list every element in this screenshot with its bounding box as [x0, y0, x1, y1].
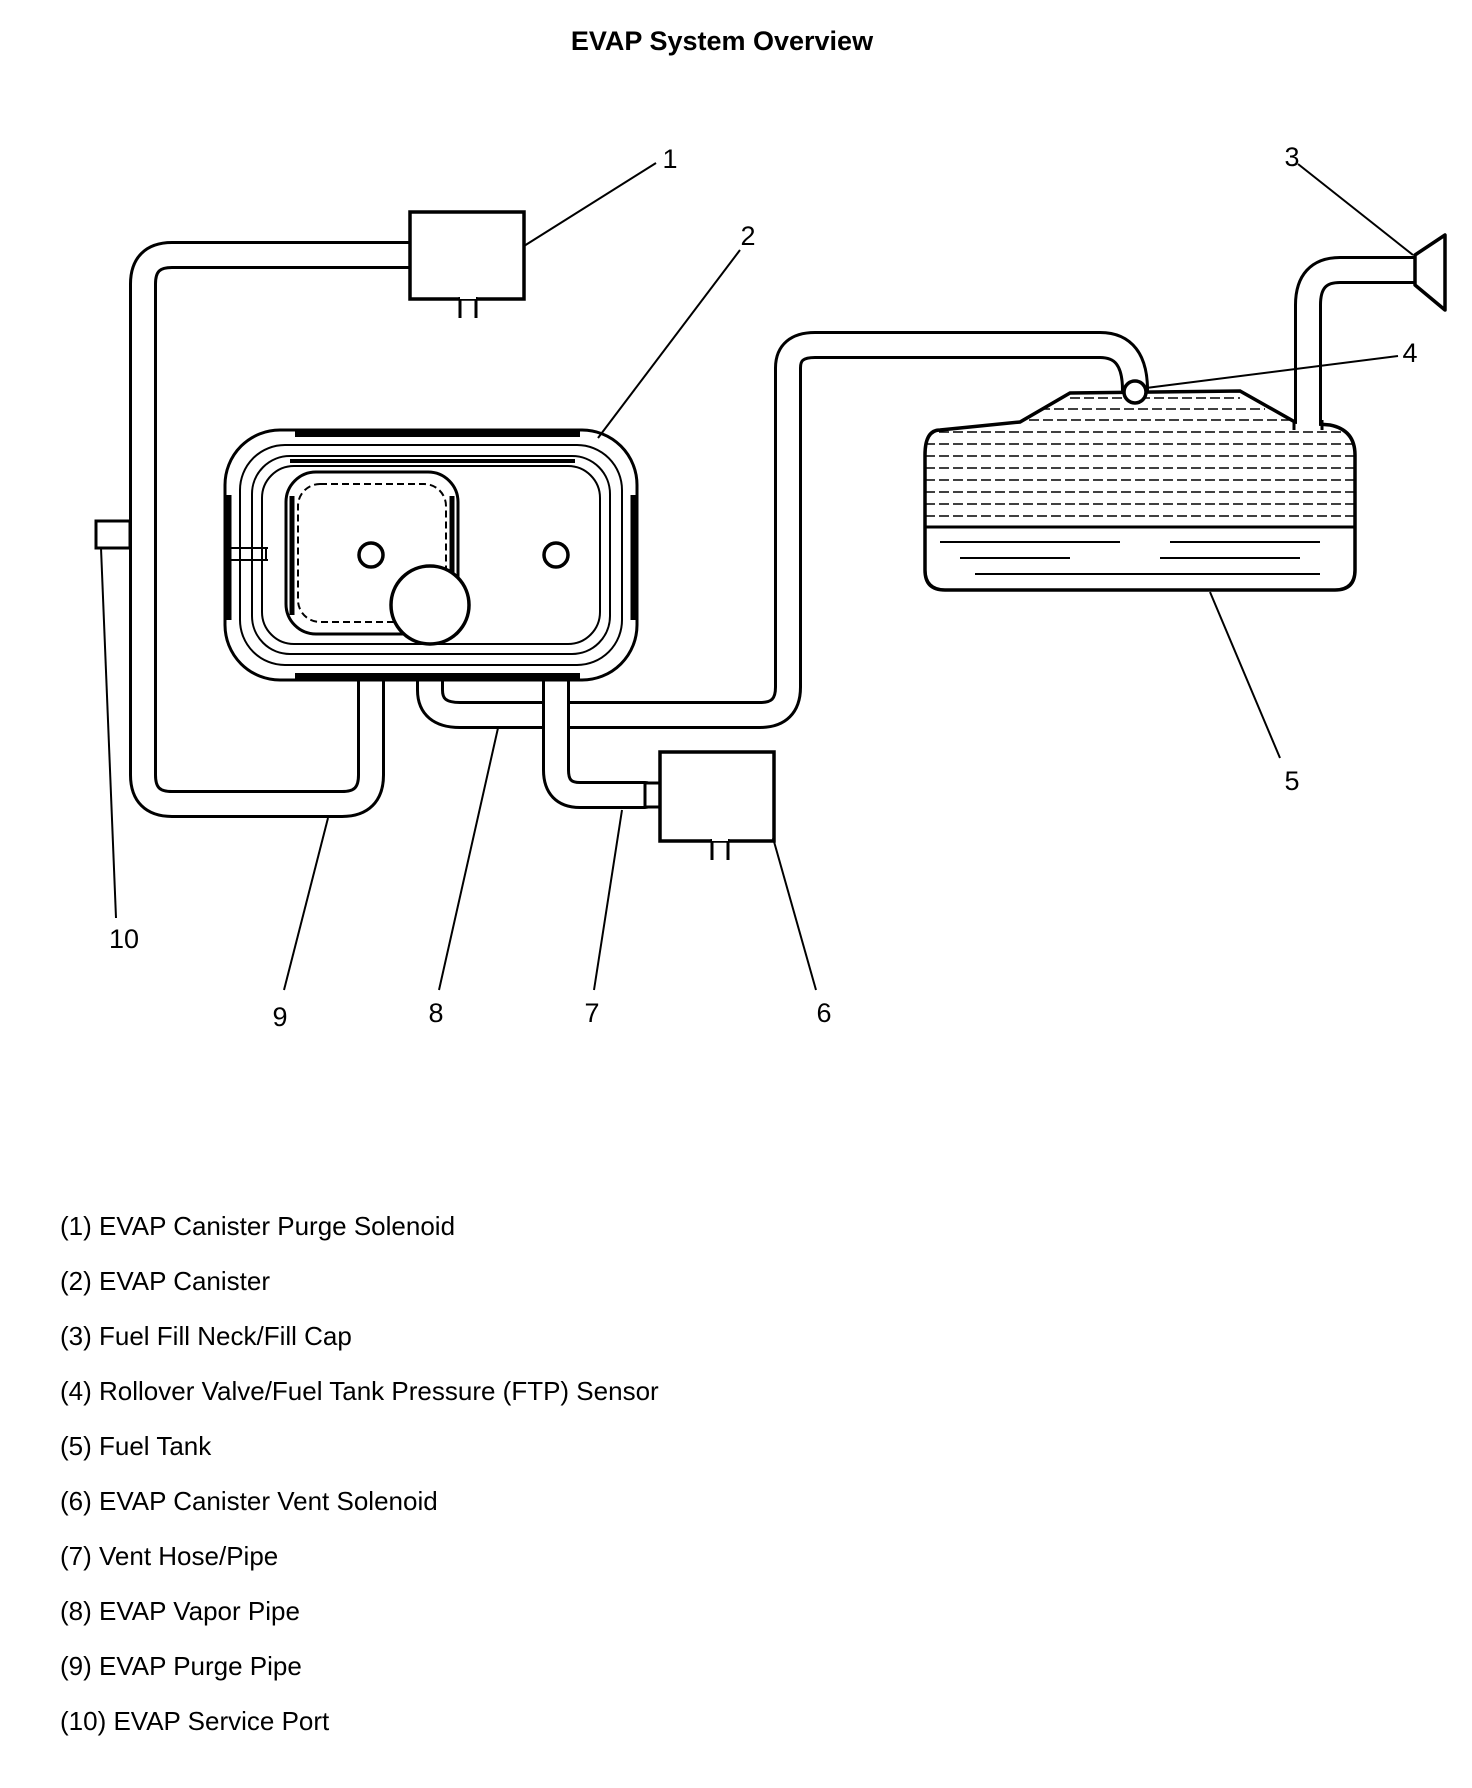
callout-1: 1: [662, 144, 677, 174]
evap-purge-pipe: [129, 241, 424, 818]
legend-item: (1) EVAP Canister Purge Solenoid: [60, 1211, 456, 1241]
evap-diagram: EVAP System Overview: [94, 26, 1447, 1032]
fuel-tank: [923, 389, 1357, 592]
legend-item: (10) EVAP Service Port: [60, 1706, 330, 1736]
vent-solenoid: [643, 750, 776, 860]
callout-5: 5: [1284, 766, 1299, 796]
purge-solenoid: [408, 210, 526, 318]
callout-8: 8: [428, 998, 443, 1028]
callout-10: 10: [109, 924, 139, 954]
legend-item: (3) Fuel Fill Neck/Fill Cap: [60, 1321, 352, 1351]
callout-4: 4: [1402, 338, 1417, 368]
evap-vapor-pipe: [416, 331, 1149, 729]
rollover-valve-ftp-sensor: [1122, 379, 1148, 405]
evap-service-port: [94, 519, 132, 550]
legend-item: (6) EVAP Canister Vent Solenoid: [60, 1486, 438, 1516]
legend-item: (2) EVAP Canister: [60, 1266, 271, 1296]
diagram-title: EVAP System Overview: [571, 26, 874, 56]
callout-2: 2: [740, 221, 755, 251]
fuel-fill-cap: [1413, 233, 1447, 312]
evap-canister: [223, 428, 639, 682]
legend-item: (9) EVAP Purge Pipe: [60, 1651, 302, 1681]
fill-neck-pipe: [1294, 256, 1429, 449]
leader-lines: [100, 162, 1414, 991]
callout-3: 3: [1284, 142, 1299, 172]
legend-item: (7) Vent Hose/Pipe: [60, 1541, 279, 1571]
parts-legend: (1) EVAP Canister Purge Solenoid (2) EVA…: [60, 1208, 659, 1758]
legend-item: (4) Rollover Valve/Fuel Tank Pressure (F…: [60, 1376, 659, 1406]
legend-item: (8) EVAP Vapor Pipe: [60, 1596, 300, 1626]
callout-6: 6: [816, 998, 831, 1028]
callout-7: 7: [584, 998, 599, 1028]
legend-item: (5) Fuel Tank: [60, 1431, 212, 1461]
vent-hose-pipe: [542, 546, 659, 809]
callout-9: 9: [272, 1002, 287, 1032]
